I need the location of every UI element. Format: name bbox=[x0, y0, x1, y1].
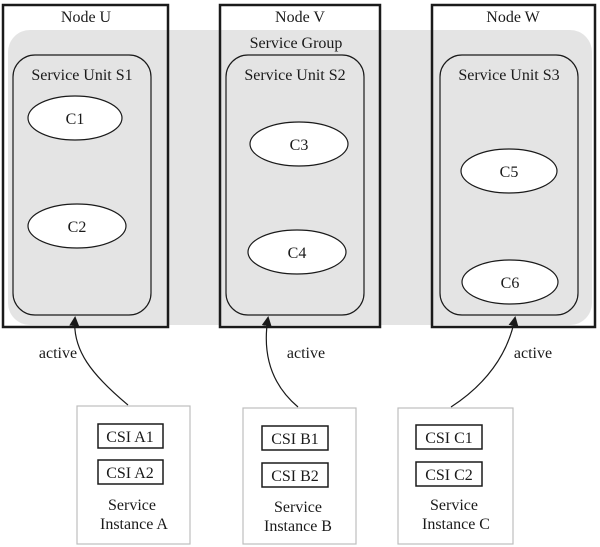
node-u: Node U Service Unit S1 C1 C2 bbox=[1, 3, 170, 329]
component-c1 bbox=[27, 95, 123, 141]
active-arrow-a bbox=[69, 316, 129, 406]
csi-a2-label: CSI A2 bbox=[106, 465, 154, 482]
component-c4-label: C4 bbox=[288, 245, 307, 262]
service-instance-b-name-2: Instance B bbox=[264, 518, 332, 535]
service-instance-b-box bbox=[242, 407, 357, 545]
node-v: Node V Service Unit S2 C3 C4 bbox=[218, 3, 382, 329]
component-c2 bbox=[27, 203, 127, 249]
service-instance-b-name-1: Service bbox=[274, 499, 322, 516]
csi-c1-label: CSI C1 bbox=[425, 430, 473, 447]
node-v-box bbox=[218, 3, 382, 329]
service-instance-a: CSI A1 CSI A2 Service Instance A bbox=[76, 405, 191, 545]
service-unit-s3 bbox=[439, 54, 579, 316]
csi-a1-label: CSI A1 bbox=[106, 429, 154, 446]
service-instance-c: CSI C1 CSI C2 Service Instance C bbox=[397, 407, 514, 545]
service-group-region bbox=[8, 30, 592, 325]
component-c6-label: C6 bbox=[501, 275, 520, 292]
node-w-label: Node W bbox=[486, 9, 540, 26]
service-instance-c-box bbox=[397, 407, 514, 545]
service-unit-s2-label: Service Unit S2 bbox=[244, 67, 345, 84]
service-instance-a-box bbox=[76, 405, 191, 545]
service-group-label: Service Group bbox=[250, 35, 343, 52]
csi-b1-box bbox=[261, 425, 329, 451]
component-c1-label: C1 bbox=[66, 111, 85, 128]
csi-c2-box bbox=[415, 461, 483, 487]
active-label-a: active bbox=[39, 345, 77, 362]
active-label-b: active bbox=[287, 345, 325, 362]
component-c5 bbox=[460, 148, 558, 194]
service-instance-c-name-1: Service bbox=[430, 497, 478, 514]
csi-c2-label: CSI C2 bbox=[425, 467, 473, 484]
service-unit-s1-label: Service Unit S1 bbox=[31, 67, 132, 84]
component-c3 bbox=[249, 121, 349, 167]
node-v-label: Node V bbox=[275, 9, 325, 26]
active-arrow-c bbox=[450, 316, 519, 408]
csi-b2-box bbox=[261, 462, 329, 488]
component-c3-label: C3 bbox=[290, 137, 309, 154]
node-u-label: Node U bbox=[61, 9, 112, 26]
service-instance-a-name-1: Service bbox=[108, 497, 156, 514]
component-c4 bbox=[247, 229, 347, 275]
component-c5-label: C5 bbox=[500, 164, 519, 181]
component-c2-label: C2 bbox=[68, 219, 87, 236]
csi-b2-label: CSI B2 bbox=[271, 468, 319, 485]
service-instance-a-name-2: Instance A bbox=[100, 516, 168, 533]
service-unit-s2 bbox=[225, 54, 365, 316]
service-unit-s3-label: Service Unit S3 bbox=[458, 67, 559, 84]
csi-a1-box bbox=[97, 423, 164, 449]
csi-b1-label: CSI B1 bbox=[271, 431, 319, 448]
component-c6 bbox=[461, 259, 559, 305]
active-label-c: active bbox=[514, 345, 552, 362]
service-instance-c-name-2: Instance C bbox=[422, 516, 490, 533]
active-arrow-b bbox=[261, 316, 299, 408]
csi-a2-box bbox=[97, 459, 164, 485]
csi-c1-box bbox=[415, 424, 483, 450]
service-unit-s1 bbox=[12, 54, 152, 316]
service-instance-b: CSI B1 CSI B2 Service Instance B bbox=[242, 407, 357, 545]
node-u-box bbox=[1, 3, 170, 329]
